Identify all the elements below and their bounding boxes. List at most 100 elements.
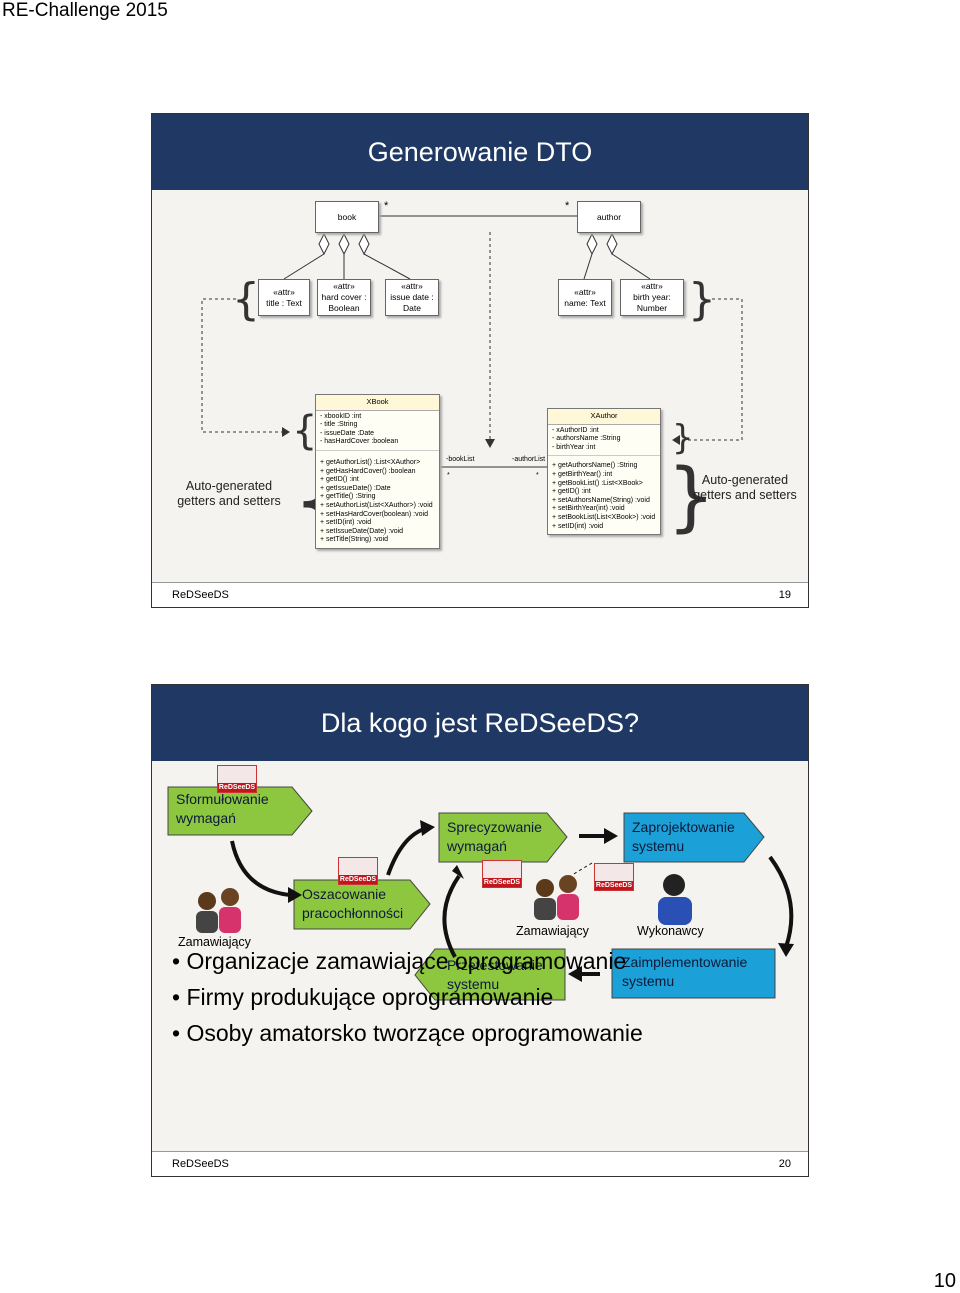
method-row: + getBirthYear() :int: [552, 470, 613, 478]
field-row: - title :String: [320, 421, 358, 429]
method-row: + setAuthorList(List<XAuthor>) :void: [320, 501, 433, 509]
page-number: 10: [933, 1270, 956, 1292]
slide-title: Dla kogo jest ReDSeeDS?: [152, 685, 808, 761]
method-row: + getIssueDate() :Date: [320, 484, 391, 492]
attr-stereotype: «attr»: [574, 286, 596, 297]
attr-stereotype: «attr»: [641, 281, 663, 291]
attr-type: Boolean: [328, 303, 360, 313]
method-row: + setHasHardCover(boolean) :void: [320, 510, 428, 518]
multiplicity-star: *: [536, 472, 539, 479]
slide-number: 20: [778, 1158, 791, 1170]
step-sformulowanie: Sformułowanie wymagań: [176, 791, 269, 826]
slide-generowanie-dto: Generowanie DTO { } { } {: [151, 113, 809, 608]
attr-name: issue date :: [390, 292, 434, 302]
auto-generated-label-right: Auto-generated getters and setters: [693, 473, 797, 502]
attr-stereotype: «attr»: [273, 286, 295, 297]
method-row: + setBookList(List<XBook>) :void: [552, 513, 656, 521]
bullet-item: Firmy produkujące oprogramowanie: [172, 979, 643, 1015]
redseeds-logo: ReDSeeDS: [594, 863, 634, 891]
step-sprecyzowanie: Sprecyzowanie wymagań: [447, 819, 542, 854]
attr-title: «attr» title : Text: [258, 279, 310, 316]
attr-issue-date: «attr» issue date : Date: [385, 279, 439, 316]
person-icon: [196, 888, 241, 933]
developer-icon: [658, 874, 692, 925]
field-row: - birthYear :int: [552, 443, 596, 451]
method-row: + getTitle() :String: [320, 493, 376, 501]
attr-name: birth year:: [633, 292, 671, 302]
attr-stereotype: «attr»: [401, 281, 423, 291]
attr-type: Date: [403, 303, 421, 313]
class-name: XAuthor: [548, 409, 660, 425]
method-row: + setID(int) :void: [320, 519, 372, 527]
redseeds-logo: ReDSeeDS: [338, 857, 378, 885]
field-row: - issueDate :Date: [320, 429, 375, 437]
process-shapes: [167, 786, 794, 1001]
slide-footer: ReDSeeDS 20: [152, 1151, 808, 1176]
redseeds-logo: ReDSeeDS: [482, 860, 522, 888]
xbook-class: XBook - xbookID :int - title :String - i…: [315, 394, 440, 549]
logo-text: ReDSeeDS: [218, 783, 256, 792]
role-wykonawcy: Wykonawcy: [637, 924, 704, 938]
method-row: + getAuthorList() :List<XAuthor>: [320, 458, 421, 466]
authorlist-role: -authorList: [512, 456, 546, 463]
svg-text:{: {: [292, 408, 317, 454]
field-row: - authorsName :String: [552, 435, 621, 443]
method-row: + getID() :int: [320, 476, 359, 484]
attr-hard-cover: «attr» hard cover : Boolean: [317, 279, 371, 316]
class-name: XBook: [316, 395, 439, 411]
attr-stereotype: «attr»: [333, 281, 355, 291]
method-row: + setTitle(String) :void: [320, 536, 389, 544]
method-row: + setBirthYear(int) :void: [552, 505, 625, 513]
document-header: RE-Challenge 2015: [2, 0, 168, 21]
method-row: + getID() :int: [552, 488, 591, 496]
svg-text:}: }: [667, 451, 715, 540]
bullet-list: Organizacje zamawiające oprogramowanie F…: [172, 943, 643, 1051]
bullet-item: Osoby amatorsko tworzące oprogramowanie: [172, 1015, 642, 1051]
method-row: + getBookList() :List<XBook>: [552, 479, 643, 487]
svg-text:{: {: [232, 274, 260, 325]
slide-title: Generowanie DTO: [152, 114, 808, 190]
slide-dla-kogo: Dla kogo jest ReDSeeDS?: [151, 684, 809, 1177]
redseeds-logo: ReDSeeDS: [217, 765, 257, 793]
xauthor-class: XAuthor - xAuthorID :int - authorsName :…: [547, 408, 661, 536]
logo-text: ReDSeeDS: [339, 875, 377, 884]
class-methods: + getAuthorList() :List<XAuthor> + getHa…: [316, 450, 439, 548]
class-methods: + getAuthorsName() :String + getBirthYea…: [548, 456, 660, 535]
booklist-role: -bookList: [446, 456, 475, 463]
field-row: - hasHardCover :boolean: [320, 438, 399, 446]
slide-number: 19: [778, 589, 791, 601]
logo-text: ReDSeeDS: [483, 878, 521, 887]
attr-name: hard cover :: [321, 292, 367, 302]
field-row: - xAuthorID :int: [552, 426, 599, 434]
book-entity: book: [315, 201, 379, 233]
footer-brand: ReDSeeDS: [172, 1158, 229, 1170]
bullet-item: Organizacje zamawiające oprogramowanie: [172, 943, 643, 979]
logo-text: ReDSeeDS: [595, 881, 633, 890]
step-zaprojektowanie: Zaprojektowanie systemu: [632, 819, 735, 854]
class-fields: - xbookID :int - title :String - issueDa…: [316, 410, 439, 451]
method-row: + getHasHardCover() :boolean: [320, 467, 416, 475]
author-entity: author: [577, 201, 641, 233]
author-label: author: [596, 211, 622, 222]
method-row: + getAuthorsName() :String: [552, 462, 638, 470]
attr-name: «attr» name: Text: [558, 279, 612, 316]
person-icon: [534, 875, 579, 920]
attr-name: name: Text: [564, 297, 606, 308]
diagram-connectors: { } { } { }: [201, 215, 743, 554]
field-row: - xbookID :int: [320, 412, 362, 420]
svg-text:}: }: [672, 418, 694, 458]
attr-type: Number: [636, 303, 668, 313]
attr-birth-year: «attr» birth year: Number: [620, 279, 684, 316]
multiplicity-star: *: [384, 200, 389, 212]
role-zamawiajacy: Zamawiający: [516, 924, 589, 938]
auto-generated-label-left: Auto-generated getters and setters: [177, 479, 281, 508]
method-row: + setID(int) :void: [552, 522, 604, 530]
attr-name: title : Text: [266, 297, 302, 308]
method-row: + setAuthorsName(String) :void: [552, 496, 650, 504]
footer-brand: ReDSeeDS: [172, 589, 229, 601]
class-fields: - xAuthorID :int - authorsName :String -…: [548, 424, 660, 457]
multiplicity-star: *: [565, 200, 570, 212]
slide-footer: ReDSeeDS 19: [152, 582, 808, 607]
svg-text:}: }: [688, 274, 716, 325]
step-oszacowanie: Oszacowanie pracochłonności: [302, 886, 404, 921]
